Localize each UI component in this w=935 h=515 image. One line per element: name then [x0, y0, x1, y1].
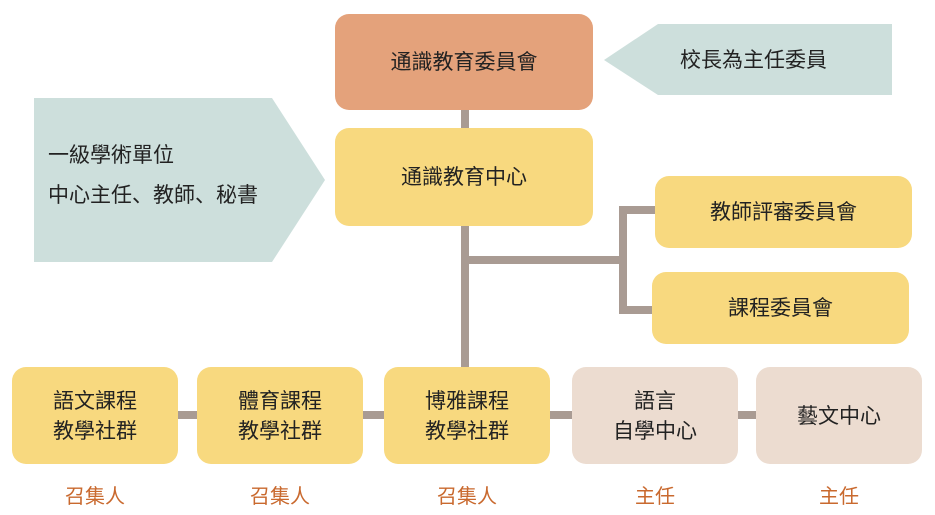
- connector-bottom-4: [737, 411, 757, 419]
- connector-branch-horizontal: [465, 256, 625, 264]
- language-self-learning-center-node: 語言 自學中心: [572, 367, 738, 464]
- connector-bottom-1: [178, 411, 198, 419]
- general-education-committee-node: 通識教育委員會: [335, 14, 593, 110]
- academic-unit-line2: 中心主任、教師、秘書: [48, 183, 258, 207]
- language-course-community-node: 語文課程 教學社群: [12, 367, 178, 464]
- academic-unit-line1: 一級學術單位: [48, 143, 174, 167]
- role-label-convener: 召集人: [437, 484, 497, 508]
- connector-to-curriculum: [619, 306, 655, 314]
- pe-course-community-node: 體育課程 教學社群: [197, 367, 363, 464]
- connector-branch-vertical: [619, 206, 627, 314]
- role-label-director: 主任: [819, 484, 859, 508]
- role-label-convener: 召集人: [65, 484, 125, 508]
- connector-bottom-2: [362, 411, 385, 419]
- principal-callout-text: 校長為主任委員: [680, 48, 827, 72]
- connector-bottom-3: [550, 411, 573, 419]
- connector-to-teacher-review: [619, 206, 657, 214]
- principal-callout-arrow: [604, 24, 892, 95]
- academic-unit-callout-arrow: [34, 98, 325, 262]
- role-label-director: 主任: [635, 484, 675, 508]
- connector-center-main: [461, 225, 469, 367]
- teacher-review-committee-node: 教師評審委員會: [655, 176, 912, 248]
- role-label-convener: 召集人: [250, 484, 310, 508]
- connector-committee-center: [461, 108, 469, 130]
- arts-center-node: 藝文中心: [756, 367, 922, 464]
- curriculum-committee-node: 課程委員會: [652, 272, 909, 344]
- liberal-arts-course-community-node: 博雅課程 教學社群: [384, 367, 550, 464]
- general-education-center-node: 通識教育中心: [335, 128, 593, 226]
